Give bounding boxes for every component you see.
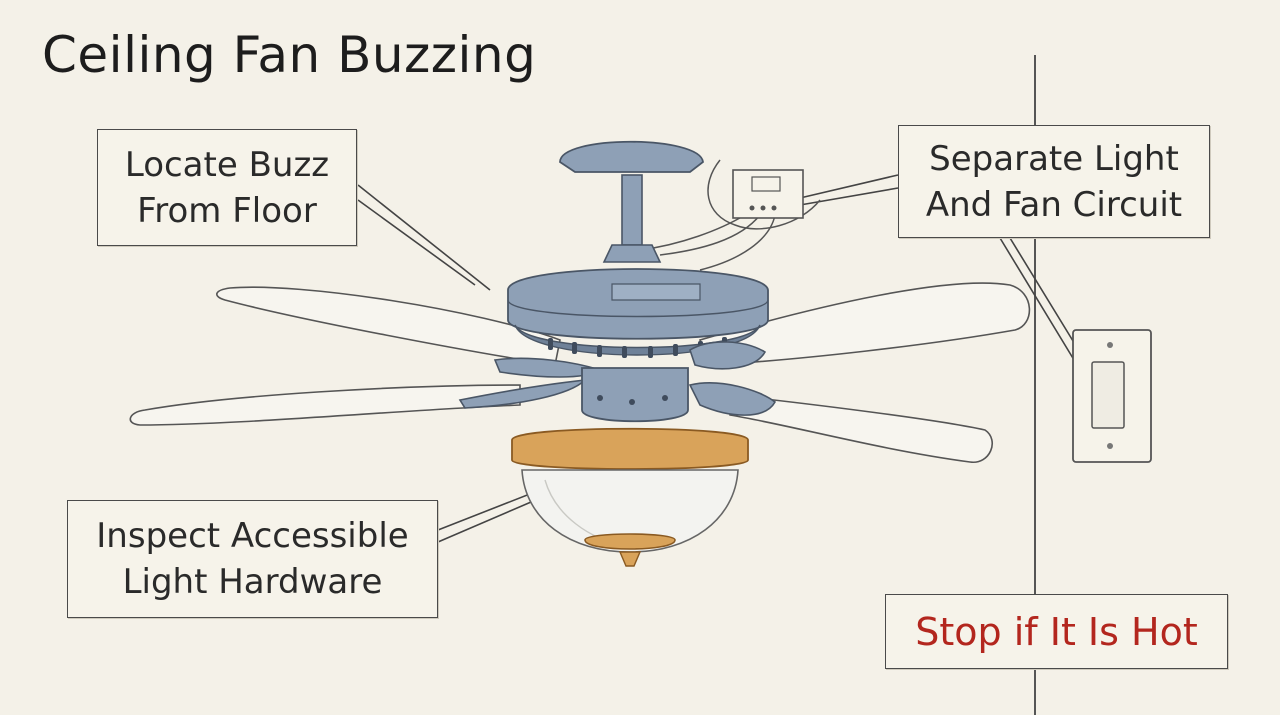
finial xyxy=(618,551,642,567)
page-title: Ceiling Fan Buzzing xyxy=(42,26,537,84)
canopy xyxy=(559,140,704,173)
blade-right-top xyxy=(698,282,1031,366)
switch-housing xyxy=(581,367,689,423)
leader-lines xyxy=(357,174,1093,543)
callout-inspect-hardware: Inspect Accessible Light Hardware xyxy=(67,500,438,618)
callout-locate-buzz: Locate Buzz From Floor xyxy=(97,129,357,246)
wall-switch-toggle xyxy=(1091,361,1125,429)
motor-housing xyxy=(507,268,769,340)
junction-box xyxy=(732,169,804,219)
blade-left-bottom xyxy=(129,384,521,426)
downrod xyxy=(621,174,643,246)
finial-cap xyxy=(584,533,676,550)
blade-irons xyxy=(458,341,777,416)
fan-blades-back xyxy=(129,282,1031,463)
callout-separate-circuit: Separate Light And Fan Circuit xyxy=(898,125,1210,238)
leader-inspect xyxy=(437,489,546,543)
blade-right-bottom xyxy=(729,394,994,463)
wood-trim-ring xyxy=(511,427,749,470)
blade-left-top xyxy=(216,286,561,366)
leader-locate xyxy=(357,184,491,291)
callout-stop-if-hot: Stop if It Is Hot xyxy=(885,594,1228,669)
leader-separate xyxy=(799,174,899,206)
